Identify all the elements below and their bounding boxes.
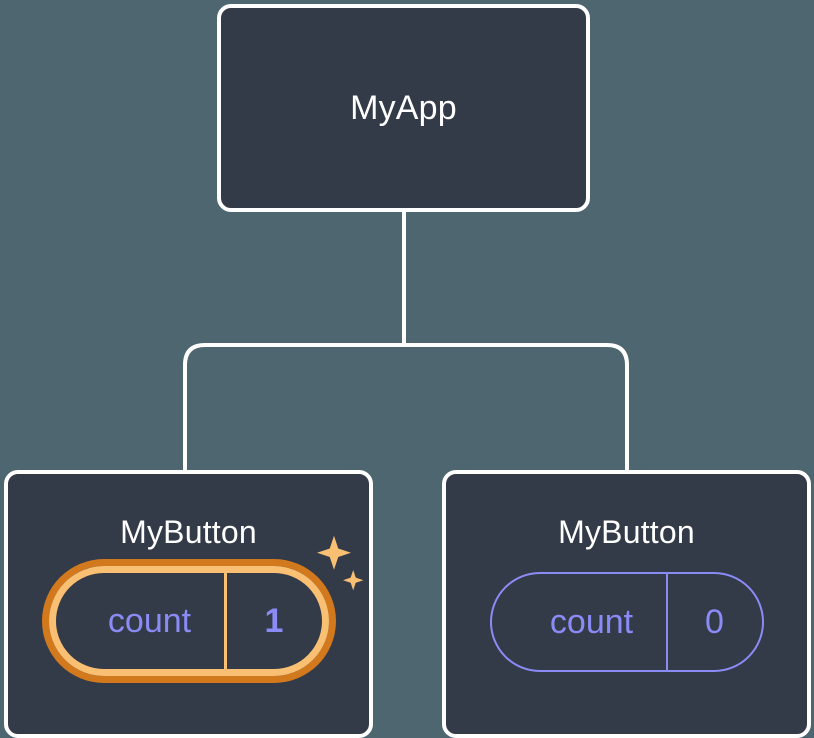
state-value-right: 0 [665, 574, 762, 670]
connector-branch [183, 343, 629, 470]
sparkle-large-icon [316, 535, 351, 570]
state-key-right: count [549, 603, 634, 641]
node-mybutton-right[interactable]: MyButton count 0 [442, 470, 811, 738]
state-pill-highlighted-wrap: count 1 [48, 535, 363, 676]
state-pill-left[interactable]: count 1 [48, 566, 329, 676]
node-mybutton-left[interactable]: MyButton count 1 [4, 470, 373, 738]
node-title-mybutton-left: MyButton [120, 514, 257, 550]
node-title-myapp: MyApp [350, 89, 457, 127]
state-pill-wrap: count 0 [489, 572, 764, 672]
node-title-mybutton-right: MyButton [558, 514, 695, 550]
sparkle-small-icon [342, 570, 363, 591]
state-pill-right[interactable]: count 0 [489, 572, 764, 672]
sparkles-group [316, 535, 363, 591]
state-value-left: 1 [223, 573, 322, 669]
state-key-left: count [107, 602, 192, 640]
node-myapp[interactable]: MyApp [217, 4, 590, 212]
